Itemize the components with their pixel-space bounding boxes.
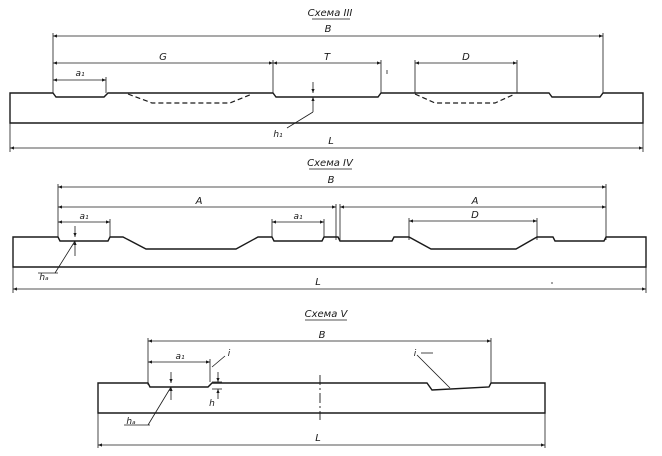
label-l: L	[328, 136, 334, 147]
label-i-left: i	[228, 349, 231, 359]
label-l: L	[315, 433, 321, 444]
dimension-g: G	[53, 52, 273, 65]
label-a1: a₁	[75, 69, 85, 79]
label-ha: hₐ	[126, 417, 136, 427]
label-a1-mid: a₁	[293, 212, 303, 222]
slope-i-right: i	[414, 349, 451, 389]
schema-3-title: Схема III	[308, 8, 353, 19]
dimension-b: B	[57, 175, 607, 240]
dimension-l: L	[12, 267, 647, 293]
label-a1-left: a₁	[79, 212, 89, 222]
label-d: D	[471, 210, 479, 221]
label-b: B	[319, 330, 326, 341]
schema-5-profile	[97, 382, 546, 414]
label-d: D	[462, 52, 470, 63]
schema-4-title: Схема IV	[307, 158, 354, 169]
label-h1: h₁	[273, 130, 283, 140]
dimension-d: D	[414, 52, 518, 93]
label-ha: hₐ	[39, 273, 49, 283]
dimension-ha: hₐ	[38, 226, 77, 283]
dimension-t: T	[272, 52, 382, 93]
label-h: h	[209, 399, 215, 409]
schema-5: Схема V B a₁ i h	[97, 309, 546, 448]
dimension-ha: hₐ	[124, 372, 173, 427]
label-t: T	[324, 52, 331, 63]
dimension-d: D	[408, 210, 538, 240]
dimension-b: B	[147, 330, 492, 385]
schema-3-hidden-groove-right	[414, 93, 516, 104]
dimension-a1: a₁	[53, 69, 107, 93]
label-a1: a₁	[175, 352, 185, 362]
schema-3-profile	[9, 92, 644, 124]
dimension-a-right: A	[339, 196, 606, 240]
schema-4: Схема IV B A A a₁	[12, 158, 647, 293]
schema-3-hidden-groove-left	[127, 93, 253, 104]
label-a-left: A	[195, 196, 203, 207]
dimension-l: L	[9, 123, 644, 152]
dimension-h1: h₁	[273, 82, 315, 140]
schema-5-title: Схема V	[305, 309, 349, 320]
label-b: B	[325, 24, 332, 35]
dimension-a1: a₁	[148, 352, 211, 382]
dimension-a-left: A	[58, 196, 337, 240]
label-g: G	[159, 52, 167, 63]
dimension-a1-left: a₁	[58, 212, 111, 237]
schema-4-profile	[12, 236, 647, 268]
label-b: B	[328, 175, 335, 186]
dimension-h: h	[209, 372, 222, 409]
dimension-l: L	[97, 413, 546, 448]
label-a-right: A	[471, 196, 479, 207]
slope-i-left: i	[211, 349, 231, 368]
label-i-right: i	[414, 349, 417, 359]
label-l: L	[315, 277, 321, 288]
dimension-a1-mid: a₁	[271, 212, 325, 237]
schema-3: Схема III B G T D	[9, 8, 644, 152]
